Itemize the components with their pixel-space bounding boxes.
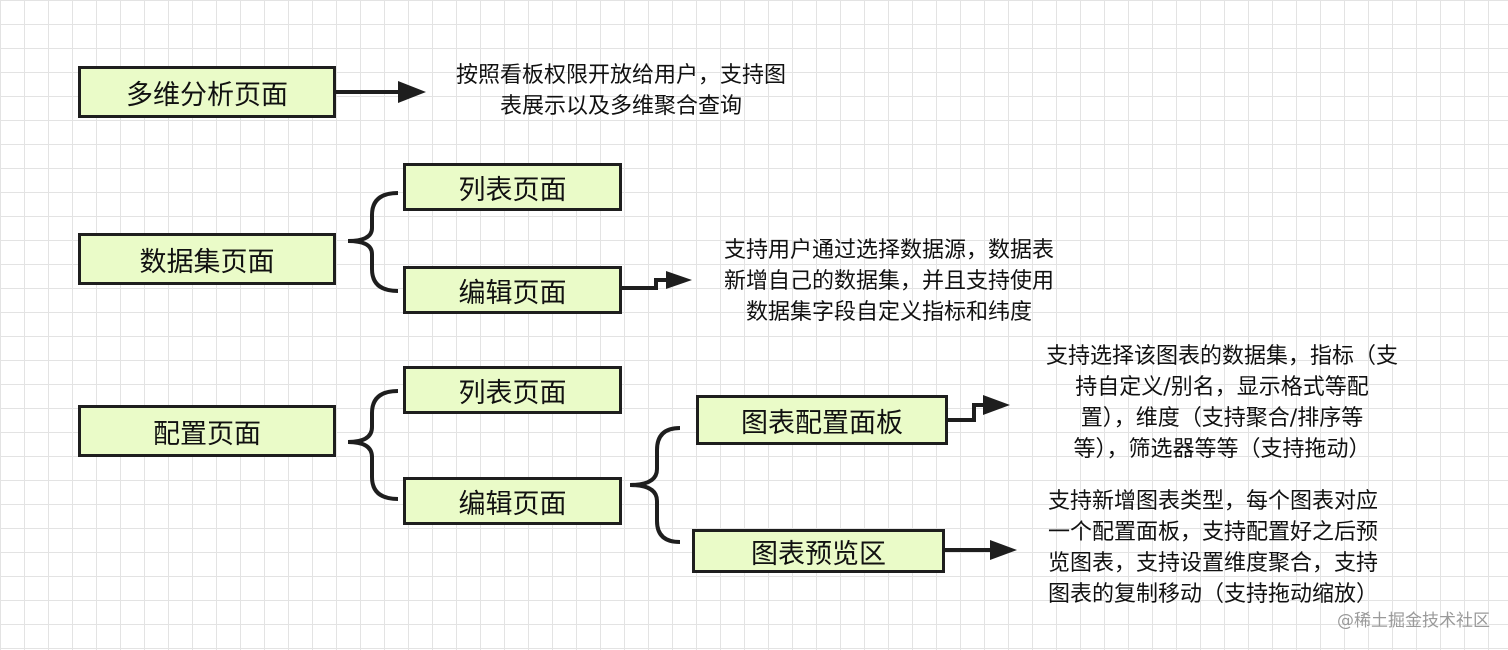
node-dataset-page: 数据集页面: [78, 233, 336, 285]
note-line: 表展示以及多维聚合查询: [499, 94, 742, 119]
node-config-edit-page: 编辑页面: [403, 477, 622, 525]
brace-dataset: [347, 191, 399, 293]
note-line: 图表的复制移动（支持拖动缩放）: [1047, 582, 1378, 607]
node-dataset-list-page: 列表页面: [403, 163, 622, 211]
note-chart-preview: 支持新增图表类型，每个图表对应 一个配置面板，支持配置好之后预 览图表，支持设置…: [1008, 486, 1418, 610]
note-line: 一个配置面板，支持配置好之后预: [1047, 520, 1378, 545]
note-line: 支持新增图表类型，每个图表对应: [1047, 489, 1378, 514]
node-chart-preview-area: 图表预览区: [692, 529, 945, 573]
node-config-list-page: 列表页面: [403, 366, 622, 414]
arrow-dataset-edit-note: [622, 278, 668, 290]
note-line: 置），维度（支持聚合/排序等: [1080, 406, 1364, 431]
node-config-page: 配置页面: [78, 405, 336, 457]
note-line: 支持用户通过选择数据源，数据表: [723, 238, 1054, 263]
note-line: 新增自己的数据集，并且支持使用: [723, 269, 1054, 294]
note-dataset-edit: 支持用户通过选择数据源，数据表 新增自己的数据集，并且支持使用 数据集字段自定义…: [688, 235, 1090, 328]
brace-config: [347, 389, 399, 501]
note-line: 支持选择该图表的数据集，指标（支: [1045, 344, 1398, 369]
node-dataset-edit-page: 编辑页面: [403, 266, 622, 314]
node-chart-config-panel: 图表配置面板: [696, 395, 948, 445]
note-multi-dim: 按照看板权限开放给用户，支持图 表展示以及多维聚合查询: [418, 60, 824, 122]
note-line: 按照看板权限开放给用户，支持图: [455, 63, 786, 88]
arrowhead-chart-panel: [983, 395, 1010, 415]
note-line: 持自定义/别名，显示格式等配: [1075, 375, 1369, 400]
note-line: 等），筛选器等等（支持拖动）: [1073, 437, 1371, 462]
node-multi-dim-analysis-page: 多维分析页面: [78, 66, 336, 118]
brace-config-edit: [629, 426, 681, 544]
arrow-chart-panel-note: [948, 403, 985, 422]
arrowhead-chart-preview: [990, 540, 1017, 560]
arrowhead-dataset-edit: [666, 271, 692, 289]
note-line: 览图表，支持设置维度聚合，支持: [1047, 551, 1378, 576]
arrowhead-multi-dim: [398, 81, 426, 103]
note-chart-config-panel: 支持选择该图表的数据集，指标（支 持自定义/别名，显示格式等配 置），维度（支持…: [1008, 341, 1436, 465]
note-line: 数据集字段自定义指标和纬度: [745, 300, 1032, 325]
watermark: @稀土掘金技术社区: [1337, 611, 1490, 631]
